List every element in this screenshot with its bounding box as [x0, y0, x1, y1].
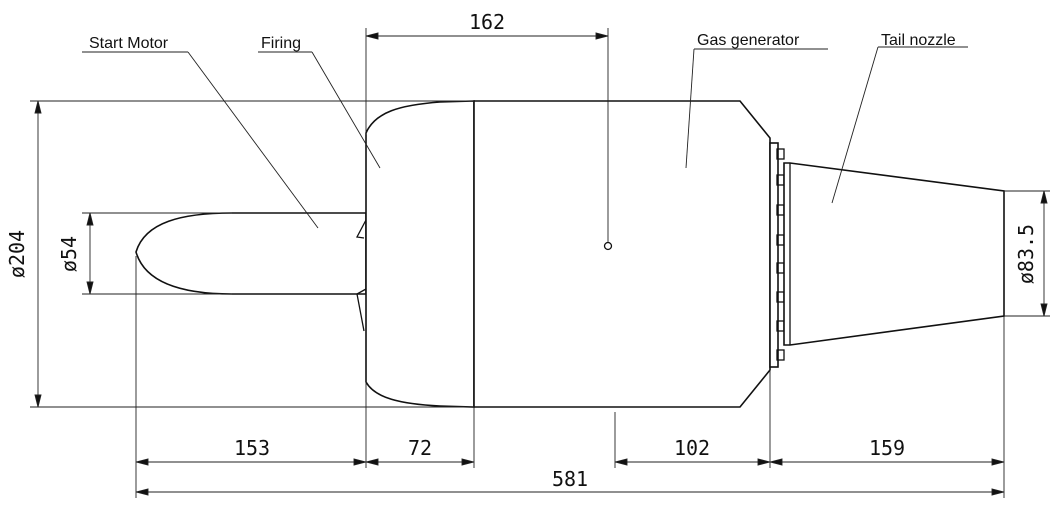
dim-162: 162 [469, 10, 505, 34]
mount-tab-top [355, 219, 367, 239]
dim-dia-83-5: ø83.5 [1014, 224, 1038, 284]
tail-nozzle-label: Tail nozzle [881, 32, 956, 49]
dim-dia-54: ø54 [57, 236, 81, 272]
dim-153: 153 [234, 436, 270, 460]
firing-label: Firing [261, 35, 301, 52]
leader-lines [82, 46, 968, 229]
tail-nozzle-shape [783, 162, 1005, 346]
flange [769, 142, 779, 368]
gas-generator-shape [473, 100, 771, 408]
dim-72: 72 [408, 436, 432, 460]
firing-section-shape [365, 100, 475, 408]
dim-581: 581 [552, 467, 588, 491]
dimension-lines [30, 28, 1050, 498]
gas-generator-label: Gas generator [697, 32, 800, 49]
center-marker [603, 241, 613, 251]
start-motor-shape [135, 212, 367, 295]
dim-dia-204: ø204 [5, 230, 29, 278]
dim-159: 159 [869, 436, 905, 460]
engine-body [135, 100, 1005, 408]
mount-tab-bottom [356, 288, 367, 332]
dim-102: 102 [674, 436, 710, 460]
start-motor-label: Start Motor [89, 35, 169, 52]
